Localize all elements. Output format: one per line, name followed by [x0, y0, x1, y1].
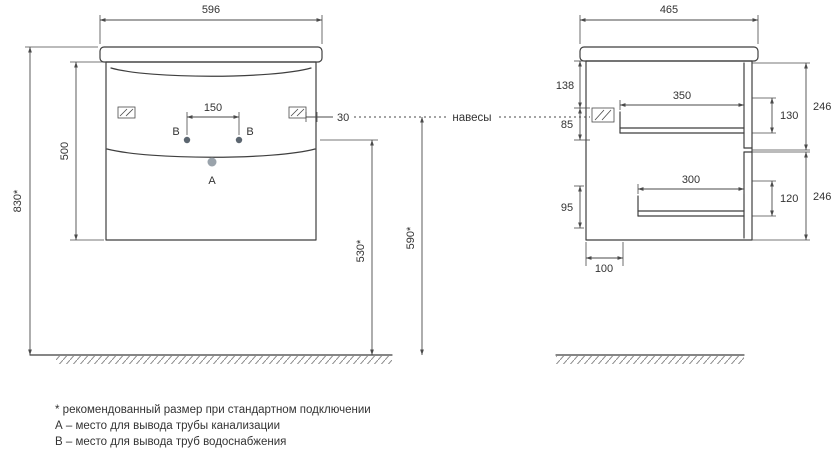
- front-hanger-right: [288, 106, 307, 119]
- hangers-leader: навесы: [354, 112, 590, 124]
- legend-line-b: В – место для вывода труб водоснабжения: [55, 436, 286, 448]
- dim-label-300: 300: [682, 174, 700, 186]
- dim-label-590: 590*: [405, 226, 417, 249]
- dim-label-830: 830*: [12, 189, 24, 212]
- hanger-symbol: [117, 106, 136, 119]
- dim-top-to-hanger: 138: [556, 60, 590, 109]
- dim-height-530: 530*: [320, 139, 378, 356]
- side-bottom-drawer: [637, 195, 745, 217]
- outlet-b-right-point: [235, 136, 243, 144]
- front-view: 596 830* 500: [12, 4, 590, 356]
- dim-side-depth: 465: [579, 4, 759, 44]
- dim-label-150: 150: [204, 102, 222, 114]
- dim-label-350: 350: [673, 90, 691, 102]
- dim-label-30: 30: [337, 112, 349, 124]
- dim-bottom-drawer-depth: 300: [637, 174, 745, 194]
- front-hanger-left: [117, 106, 136, 119]
- legend-note: * рекомендованный размер при стандартном…: [55, 404, 371, 416]
- label-b-right: B: [246, 126, 253, 138]
- hangers-label: навесы: [452, 112, 491, 124]
- outlet-a-point: [207, 157, 217, 167]
- dim-hanger-zone: 85: [561, 107, 590, 141]
- floor-left: [29, 354, 393, 364]
- dim-label-85: 85: [561, 119, 573, 131]
- dim-top-drawer-depth: 350: [619, 90, 745, 110]
- front-cabinet-body: [105, 61, 317, 241]
- side-top-drawer: [619, 111, 745, 134]
- dim-front-total-height: 830*: [12, 46, 98, 356]
- legend: * рекомендованный размер при стандартном…: [55, 404, 371, 448]
- dim-outlet-spacing: 150 B B: [172, 102, 254, 144]
- side-view: 465 138 85 350 130: [556, 4, 832, 275]
- label-b-left: B: [172, 126, 179, 138]
- dim-label-596: 596: [202, 4, 220, 16]
- dim-label-95: 95: [561, 202, 573, 214]
- dim-label-530: 530*: [355, 239, 367, 262]
- dim-bottom-front-height: 246: [752, 151, 831, 241]
- dim-bottom-drawer-height: 120: [752, 180, 798, 217]
- dim-label-138: 138: [556, 80, 574, 92]
- dim-label-246-bottom: 246: [813, 191, 831, 203]
- dim-hanger-offset: 30: [305, 112, 349, 124]
- dim-front-width: 596: [99, 4, 323, 44]
- dim-label-130: 130: [780, 110, 798, 122]
- dim-bottom-left-95: 95: [561, 185, 584, 229]
- dim-height-590: 590*: [405, 116, 424, 356]
- outlet-b-left-point: [183, 136, 191, 144]
- dim-label-500: 500: [59, 142, 71, 160]
- dim-label-100: 100: [595, 263, 613, 275]
- front-basin-curve: [110, 67, 312, 77]
- front-countertop: [99, 46, 323, 63]
- dim-label-465: 465: [660, 4, 678, 16]
- dim-top-drawer-height: 130: [752, 97, 798, 134]
- label-a: A: [208, 175, 216, 187]
- side-cabinet-body: [585, 60, 753, 241]
- side-hanger-bracket: [591, 107, 615, 123]
- hanger-symbol: [288, 106, 307, 119]
- dim-label-120: 120: [780, 193, 798, 205]
- dim-bottom-offset: 100: [585, 242, 624, 275]
- floor-hatch: [556, 356, 744, 364]
- floor-hatch: [56, 356, 392, 364]
- side-countertop: [579, 46, 759, 62]
- legend-line-a: А – место для вывода трубы канализации: [55, 420, 280, 432]
- front-drawer-divider: [106, 148, 316, 158]
- dim-label-246-top: 246: [813, 101, 831, 113]
- dim-top-front-height: 246: [752, 62, 831, 151]
- floor-right: [555, 354, 745, 364]
- hanger-symbol: [591, 107, 615, 123]
- outlet-a: A: [207, 157, 217, 187]
- dim-front-cabinet-height: 500: [59, 61, 104, 241]
